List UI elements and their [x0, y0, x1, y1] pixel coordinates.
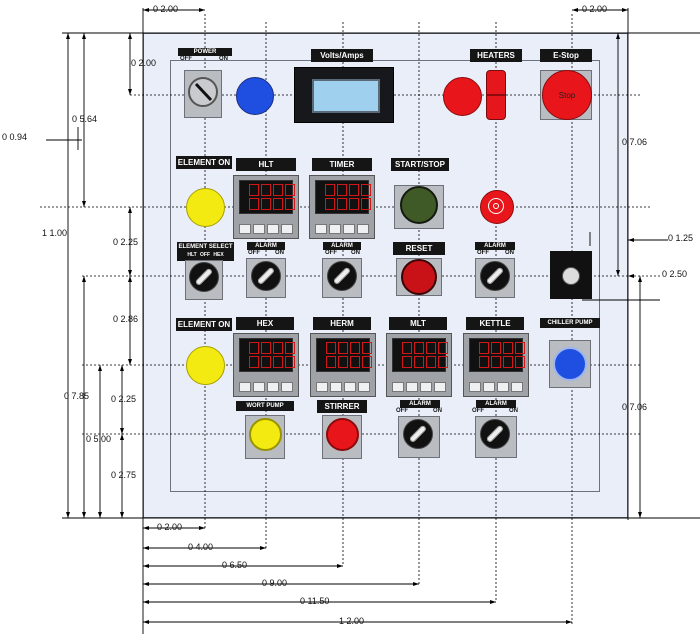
- dim-right-250: 0 2.50: [662, 269, 688, 279]
- alarm-kettle-switch[interactable]: [480, 419, 510, 449]
- element-on-label-1: ELEMENT ON: [176, 156, 232, 169]
- dim-bot-650: 0 6.50: [222, 560, 248, 570]
- dim-bot-1150: 0 11.50: [300, 596, 330, 606]
- kettle-label: KETTLE: [466, 317, 524, 330]
- alarm-right-switch[interactable]: [480, 261, 510, 291]
- mlt-pid-controller[interactable]: [386, 333, 452, 397]
- wort-pump-label: WORT PUMP: [236, 401, 294, 411]
- dim-left-094: 0 0.94: [2, 132, 28, 142]
- alarm-hlt-on: ON: [275, 250, 284, 256]
- dim-right-125: 0 1.25: [668, 233, 694, 243]
- hlt-label: HLT: [236, 158, 296, 171]
- power-inlet: [550, 251, 592, 299]
- alarm-right-on: ON: [505, 250, 514, 256]
- timer-display: [315, 180, 371, 214]
- heaters-rocker-switch[interactable]: [486, 70, 506, 120]
- wort-pump-button[interactable]: [249, 418, 282, 451]
- dim-left-225b: 0 2.25: [111, 394, 137, 404]
- kettle-pid-display: [469, 338, 525, 372]
- start-stop-button[interactable]: [400, 186, 438, 224]
- chiller-pump-button[interactable]: [553, 347, 587, 381]
- dim-left-564: 0 5.64: [72, 114, 98, 124]
- dim-left-785: 0 7.85: [64, 391, 90, 401]
- reset-button[interactable]: [401, 259, 437, 295]
- dim-left-225a: 0 2.25: [113, 237, 139, 247]
- timer-controller[interactable]: [309, 175, 375, 239]
- dim-left-1100: 1 1.00: [42, 228, 68, 238]
- alarm-right-off: OFF: [477, 250, 489, 256]
- element-on-label-2: ELEMENT ON: [176, 318, 232, 331]
- element-on-yellow-lamp-2: [186, 346, 225, 385]
- alarm-label-kettle: ALARM: [476, 400, 516, 408]
- kettle-pid-controller[interactable]: [463, 333, 529, 397]
- alarm-mlt-on: ON: [433, 408, 442, 414]
- alarm-hlt-off: OFF: [248, 250, 260, 256]
- es-hex: HEX: [213, 252, 224, 258]
- red-pilot-light: [480, 190, 514, 224]
- element-select-label: ELEMENT SELECT HLT OFF HEX: [177, 242, 234, 261]
- hlt-pid-controller[interactable]: [233, 175, 299, 239]
- dim-right-706a: 0 7.06: [622, 137, 648, 147]
- dim-bot-1200: 1 2.00: [339, 616, 365, 626]
- heater-red-lamp: [443, 77, 482, 116]
- alarm-kettle-on: ON: [509, 408, 518, 414]
- alarm-label-timer: ALARM: [323, 242, 361, 250]
- dim-left-200: 0 2.00: [131, 58, 157, 68]
- alarm-mlt-off: OFF: [396, 408, 408, 414]
- alarm-label-mlt: ALARM: [400, 400, 440, 408]
- hex-pid-controller[interactable]: [233, 333, 299, 397]
- alarm-timer-switch[interactable]: [327, 261, 357, 291]
- heaters-label: HEATERS: [470, 49, 522, 62]
- dim-bot-200: 0 2.00: [157, 522, 183, 532]
- dim-top-right: 0 2.00: [582, 4, 608, 14]
- es-off: OFF: [200, 252, 211, 258]
- blue-indicator-lamp: [236, 77, 274, 115]
- alarm-kettle-off: OFF: [472, 408, 484, 414]
- timer-label: TIMER: [312, 158, 372, 171]
- mlt-pid-display: [392, 338, 448, 372]
- start-stop-label: START/STOP: [391, 158, 449, 171]
- estop-label: E-Stop: [540, 49, 592, 62]
- alarm-timer-off: OFF: [325, 250, 337, 256]
- herm-pid-controller[interactable]: [310, 333, 376, 397]
- reset-label: RESET: [393, 242, 445, 255]
- element-on-yellow-lamp-1: [186, 188, 225, 227]
- power-key-switch[interactable]: [188, 77, 218, 107]
- element-select-title: ELEMENT SELECT: [178, 244, 233, 250]
- estop-button[interactable]: Stop: [542, 70, 592, 120]
- mlt-label: MLT: [389, 317, 447, 330]
- alarm-mlt-switch[interactable]: [403, 419, 433, 449]
- es-hlt: HLT: [187, 252, 197, 258]
- alarm-hlt-switch[interactable]: [251, 261, 281, 291]
- volts-amps-meter: [294, 67, 394, 123]
- herm-pid-display: [316, 338, 372, 372]
- dim-left-500: 0 5.00: [86, 434, 112, 444]
- alarm-label-right: ALARM: [475, 242, 515, 250]
- dim-left-275: 0 2.75: [111, 470, 137, 480]
- stirrer-label: STIRRER: [317, 400, 367, 413]
- power-on-label: ON: [219, 56, 228, 62]
- hex-pid-display: [239, 338, 295, 372]
- meter-display: [312, 79, 380, 113]
- element-select-switch[interactable]: [189, 262, 219, 292]
- dim-bot-900: 0 9.00: [262, 578, 288, 588]
- alarm-label-hlt: ALARM: [247, 242, 285, 250]
- dim-bot-400: 0 4.00: [188, 542, 214, 552]
- chiller-pump-label: CHILLER PUMP: [540, 318, 600, 328]
- dim-right-706b: 0 7.06: [622, 402, 648, 412]
- stirrer-button[interactable]: [326, 418, 359, 451]
- power-label: POWER: [178, 48, 232, 56]
- dim-top-left: 0 2.00: [153, 4, 179, 14]
- alarm-timer-on: ON: [351, 250, 360, 256]
- volts-amps-label: Volts/Amps: [311, 49, 373, 62]
- hlt-pid-display: [239, 180, 295, 214]
- power-off-label: OFF: [180, 56, 192, 62]
- herm-label: HERM: [313, 317, 371, 330]
- dim-left-286: 0 2.86: [113, 314, 139, 324]
- hex-label: HEX: [236, 317, 294, 330]
